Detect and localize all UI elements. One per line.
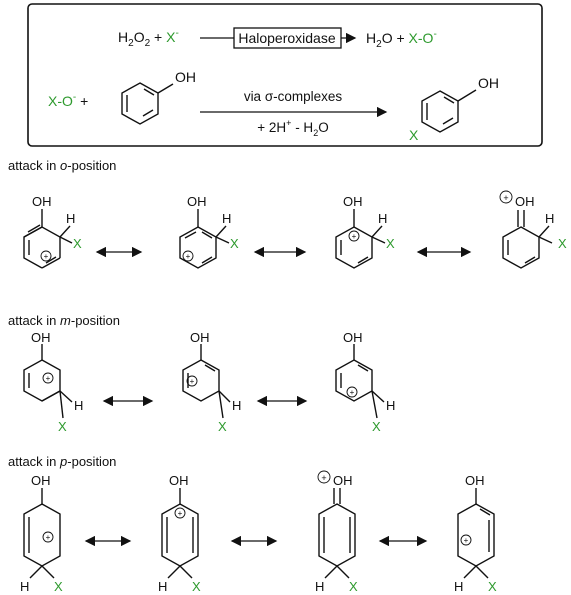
reagent-xo: X-O- + <box>48 92 88 109</box>
svg-text:OH: OH <box>343 194 363 209</box>
enzyme-box <box>233 27 342 49</box>
reaction-1: H2O2 + X- Haloperoxidase H2O + X-O- <box>118 27 437 50</box>
scheme-box <box>27 3 543 147</box>
svg-text:H: H <box>232 398 241 413</box>
svg-text:+: + <box>46 533 51 542</box>
svg-text:H: H <box>222 211 231 226</box>
phenol-oh: OH <box>175 69 196 85</box>
svg-text:X: X <box>73 236 82 251</box>
para-structure-4: OH H X + <box>454 473 497 594</box>
svg-text:X: X <box>372 419 381 434</box>
svg-text:H: H <box>66 211 75 226</box>
arrow-label-top: via σ-complexes <box>244 89 343 104</box>
ortho-structure-1: OH H X + <box>23 194 82 269</box>
svg-text:X: X <box>58 419 67 434</box>
svg-text:OH: OH <box>169 473 189 488</box>
meta-structure-3: OH H X + <box>335 330 395 434</box>
svg-text:OH: OH <box>31 473 51 488</box>
arrow-label-bottom: + 2H+ - H2O <box>257 118 328 138</box>
ortho-structure-2: OH H X + <box>179 194 239 269</box>
svg-text:+: + <box>44 252 49 261</box>
svg-text:OH: OH <box>465 473 485 488</box>
svg-text:OH: OH <box>190 330 210 345</box>
svg-text:X: X <box>349 579 358 594</box>
reaction-2: X-O- + OH via σ-complexes + 2H+ - H2O OH… <box>48 69 499 143</box>
section-ortho-label: attack in o-position <box>8 158 116 173</box>
svg-text:X: X <box>230 236 239 251</box>
svg-text:OH: OH <box>333 473 353 488</box>
halophenol-structure <box>421 89 477 133</box>
svg-text:+: + <box>46 374 51 383</box>
svg-text:+: + <box>178 509 183 518</box>
svg-text:H: H <box>545 211 554 226</box>
svg-text:+: + <box>503 193 508 203</box>
para-structure-3: + OH H X <box>315 470 358 594</box>
product-x: X <box>409 127 419 143</box>
svg-text:+: + <box>464 536 469 545</box>
svg-text:X: X <box>218 419 227 434</box>
svg-text:OH: OH <box>32 194 52 209</box>
ortho-structure-3: OH H X + <box>335 194 395 269</box>
svg-text:X: X <box>54 579 63 594</box>
meta-structure-1: OH H X + <box>23 330 83 434</box>
svg-text:X: X <box>488 579 497 594</box>
svg-text:OH: OH <box>515 194 535 209</box>
section-meta-label: attack in m-position <box>8 313 120 328</box>
enzyme-label: Haloperoxidase <box>238 30 335 46</box>
svg-text:H: H <box>315 579 324 594</box>
svg-text:X: X <box>192 579 201 594</box>
section-para-label: attack in p-position <box>8 454 116 469</box>
h2o2-formula: H2O2 + X- <box>118 28 179 49</box>
svg-text:X: X <box>558 236 567 251</box>
svg-text:OH: OH <box>343 330 363 345</box>
svg-text:+: + <box>352 232 357 241</box>
para-structure-1: OH H X + <box>20 473 63 594</box>
ortho-structure-4: + OH H X <box>499 190 567 269</box>
meta-structure-2: OH H X + <box>182 330 241 434</box>
phenol-structure <box>121 82 174 125</box>
svg-text:H: H <box>454 579 463 594</box>
svg-text:X: X <box>386 236 395 251</box>
svg-text:+: + <box>321 473 326 483</box>
svg-text:OH: OH <box>31 330 51 345</box>
para-structure-2: OH H X + <box>158 473 201 594</box>
products-1: H2O + X-O- <box>366 29 437 50</box>
svg-text:+: + <box>186 252 191 261</box>
svg-text:H: H <box>74 398 83 413</box>
svg-text:OH: OH <box>187 194 207 209</box>
svg-text:H: H <box>386 398 395 413</box>
svg-text:H: H <box>158 579 167 594</box>
svg-text:H: H <box>378 211 387 226</box>
svg-text:+: + <box>350 388 355 397</box>
svg-text:+: + <box>190 377 195 386</box>
product-oh: OH <box>478 75 499 91</box>
svg-text:H: H <box>20 579 29 594</box>
